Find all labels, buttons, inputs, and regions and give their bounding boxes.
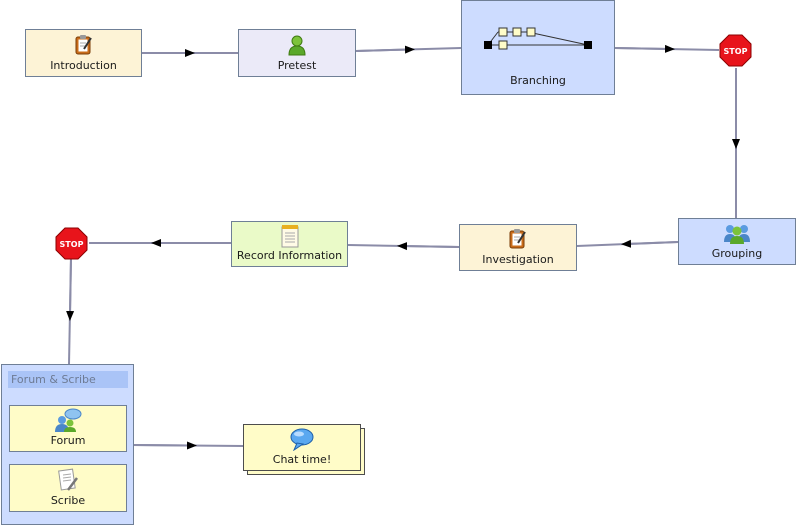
stop-sign-icon: STOP	[719, 34, 752, 67]
activity-chat-time[interactable]: Chat time!	[243, 424, 361, 471]
edge-stop-forum-arrow	[66, 257, 75, 321]
stop-point[interactable]: STOP	[719, 34, 752, 67]
activity-grouping[interactable]: Grouping	[678, 218, 796, 265]
edge-pretest-branching-arrow	[355, 45, 415, 54]
speech-bubble-icon	[289, 425, 315, 453]
clipboard-pencil-icon	[74, 30, 94, 59]
edge-investigation-record-arrow	[397, 242, 460, 251]
clipboard-pencil-icon	[508, 225, 528, 253]
activity-label: Pretest	[277, 59, 317, 72]
activity-introduction[interactable]: Introduction	[25, 29, 142, 77]
activity-scribe[interactable]: Scribe	[9, 464, 127, 512]
activity-forum[interactable]: Forum	[9, 405, 127, 452]
document-pencil-icon	[57, 465, 79, 494]
activity-pretest[interactable]: Pretest	[238, 29, 356, 77]
activity-label: Scribe	[50, 494, 86, 507]
activity-label: Grouping	[711, 247, 763, 260]
edge-forum-chat-arrow	[132, 441, 197, 450]
group-people-icon	[724, 219, 750, 247]
activity-record-information[interactable]: Record Information	[231, 221, 348, 267]
activity-label: Introduction	[50, 59, 117, 72]
activity-label: Investigation	[482, 253, 554, 266]
forum-people-icon	[54, 406, 82, 434]
activity-label: Record Information	[236, 249, 343, 262]
stop-label: STOP	[60, 240, 84, 249]
activity-label: Chat time!	[272, 453, 332, 466]
branching-icon	[482, 1, 594, 74]
activity-forum-scribe-group[interactable]: Forum & Scribe Forum Scribe	[1, 364, 134, 525]
stop-label: STOP	[724, 47, 748, 56]
edge-grouping-investigation-arrow	[621, 239, 679, 248]
activity-investigation[interactable]: Investigation	[459, 224, 577, 271]
edge-branching-stop-arrow	[614, 44, 675, 53]
stop-point[interactable]: STOP	[55, 227, 88, 260]
notepad-icon	[280, 222, 300, 249]
person-icon	[287, 30, 307, 59]
activity-label: Branching	[510, 74, 566, 87]
activity-branching[interactable]: Branching	[461, 0, 615, 95]
activity-label: Forum	[50, 434, 86, 447]
group-title: Forum & Scribe	[8, 371, 128, 388]
stop-sign-icon: STOP	[55, 227, 88, 260]
